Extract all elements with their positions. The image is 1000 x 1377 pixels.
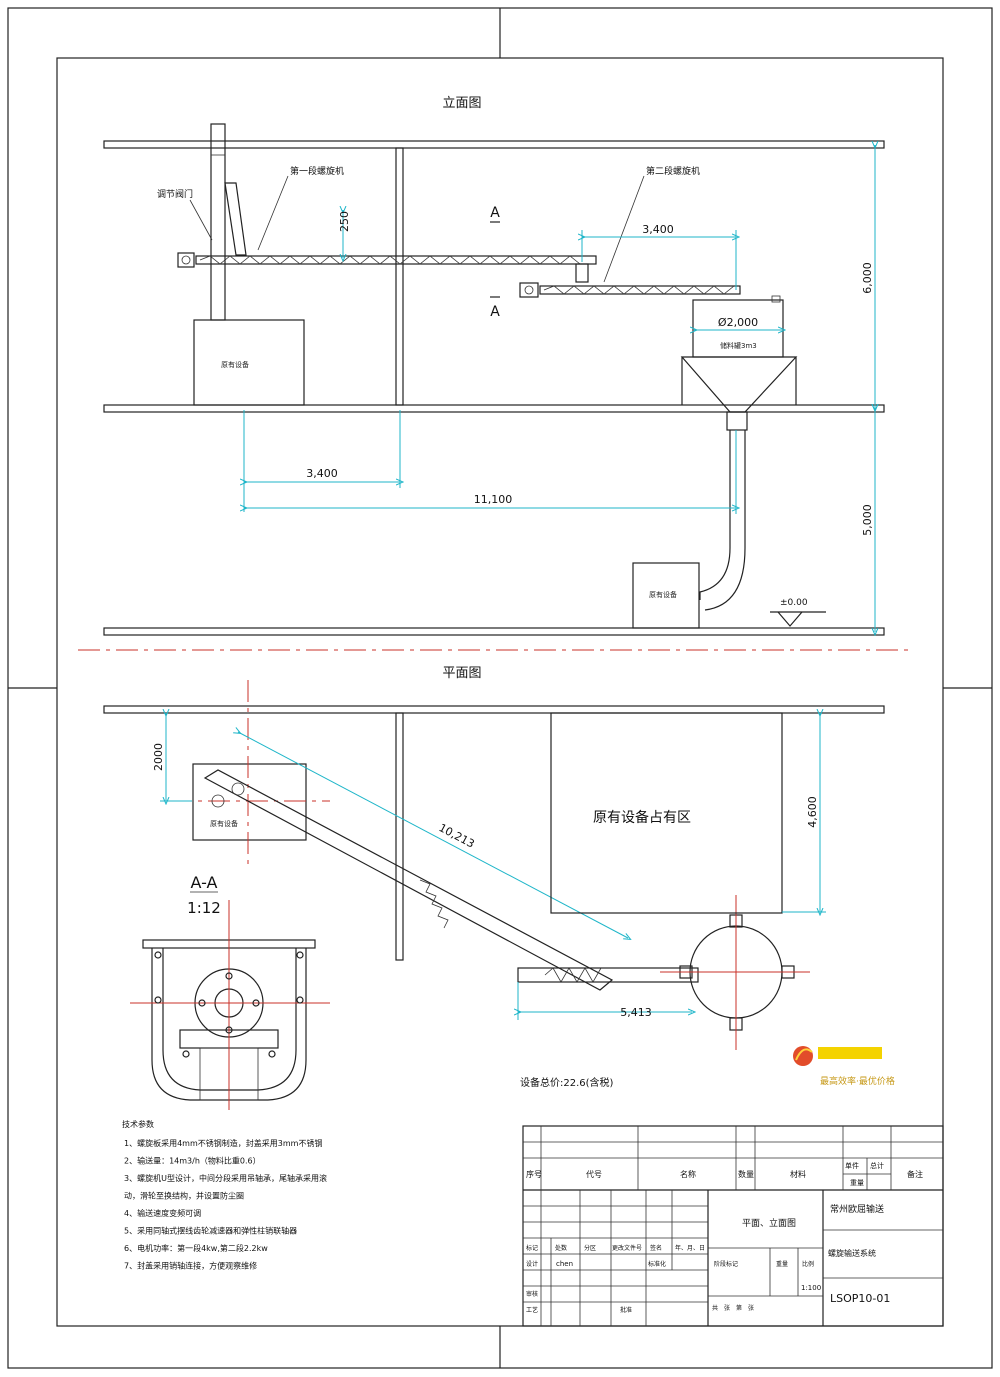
label-screw-2: 第二段螺旋机 — [646, 165, 700, 177]
tech-note-line: 1、螺旋板采用4mm不锈钢制造，封盖采用3mm不锈钢 — [124, 1138, 322, 1148]
column-elevation — [395, 147, 404, 406]
existing-area — [550, 712, 783, 914]
label-bin: 储料罐3m3 — [720, 341, 757, 350]
label-screw-1: 第一段螺旋机 — [290, 165, 344, 177]
tb-col-total: 总计 — [870, 1161, 884, 1170]
feed-chute — [210, 123, 247, 321]
section-marker-top: A — [490, 205, 500, 221]
tb-company: 常州欧屈输送 — [830, 1203, 884, 1215]
total-price: 设备总价:22.6(含税) — [520, 1076, 614, 1089]
tb-drawing-name: 平面、立面图 — [742, 1217, 796, 1229]
zero-level-symbol — [770, 611, 826, 627]
tb-col-qty: 数量 — [738, 1169, 754, 1179]
floor-slab-bottom — [103, 627, 885, 636]
existing-equipment-lower — [632, 562, 700, 629]
tech-note-line: 6、电机功率：第一段4kw,第二段2.2kw — [124, 1243, 268, 1253]
tb-col-single: 单件 — [845, 1161, 859, 1170]
company-logo — [793, 1046, 882, 1066]
dim-bin-diameter: Ø2,000 — [718, 316, 758, 329]
dim-250: 250 — [338, 211, 351, 232]
section-aa-detail — [130, 900, 330, 1110]
tb-process-label: 工艺 — [526, 1306, 538, 1314]
title-block-text: 序号 代号 名称 数量 材料 单件 总计 重量 备注 平面、立面图 常州欧屈输送… — [526, 1161, 923, 1314]
tb-stage-label: 阶段标记 — [714, 1260, 738, 1268]
tb-designer: chen — [556, 1260, 573, 1268]
dim-11100: 11,100 — [474, 493, 513, 506]
tech-notes-title: 技术参数 — [122, 1119, 154, 1129]
dim-10213: 10,213 — [437, 821, 477, 851]
tb-weight-label: 重量 — [776, 1260, 788, 1268]
tb-sheet-info: 共 张 第 张 — [712, 1304, 754, 1312]
existing-equipment-elevation — [193, 319, 305, 406]
tb-r1-date: 年、月、日 — [675, 1244, 705, 1252]
tb-check-label: 审核 — [526, 1290, 538, 1298]
section-scale: 1:12 — [187, 899, 221, 917]
tb-r1-mark: 标记 — [526, 1244, 538, 1252]
tb-r1-zone: 分区 — [584, 1244, 596, 1252]
tech-note-line: 5、采用同轴式摆线齿轮减速器和弹性柱销联轴器 — [124, 1226, 297, 1236]
sheet-border — [7, 7, 993, 1369]
tech-notes: 1、螺旋板采用4mm不锈钢制造，封盖采用3mm不锈钢 2、输送量：14m3/h（物… — [124, 1138, 327, 1271]
logo-tagline: 最高效率·最优价格 — [820, 1075, 895, 1087]
plan-wall — [103, 705, 885, 714]
tb-r1-change: 更改文件号 — [612, 1244, 642, 1252]
tb-system-name: 螺旋输送系统 — [828, 1248, 876, 1258]
dim-6000: 6,000 — [861, 262, 874, 294]
tech-note-line: 7、封盖采用销轴连接，方便观察维修 — [124, 1261, 257, 1271]
tb-r1-count: 处数 — [555, 1244, 567, 1252]
screw-conveyor-1 — [177, 252, 597, 283]
label-valve: 调节阀门 — [157, 188, 193, 200]
tb-col-name: 名称 — [680, 1169, 696, 1179]
tech-note-line: 2、输送量：14m3/h（物料比重0.6） — [124, 1156, 261, 1166]
tech-note-line: 4、输送速度变频可调 — [124, 1208, 201, 1218]
dim-3400-top: 3,400 — [642, 223, 674, 236]
section-marker-bottom: A — [490, 304, 500, 320]
tb-col-seq: 序号 — [526, 1169, 542, 1179]
tech-note-line: 动，滑轮至换结构，并设置防尘圈 — [124, 1191, 244, 1201]
tb-designer-label: 设计 — [526, 1260, 538, 1268]
equipment-label-b: 原有设备 — [649, 590, 677, 599]
tb-scale: 1:100 — [801, 1284, 821, 1292]
tb-drawing-no: LSOP10-01 — [830, 1292, 890, 1305]
elevation-title: 立面图 — [442, 96, 481, 111]
tb-col-code: 代号 — [586, 1169, 602, 1179]
equipment-label-a: 原有设备 — [221, 360, 249, 369]
dim-2000-plan: 2000 — [152, 743, 165, 771]
section-marker — [490, 221, 500, 298]
tb-standard-label: 标准化 — [648, 1260, 666, 1268]
floor-slab-top — [103, 140, 885, 149]
equipment-label-c: 原有设备 — [210, 819, 238, 828]
tb-col-material: 材料 — [790, 1169, 806, 1179]
dim-5413: 5,413 — [620, 1006, 652, 1019]
tb-approve-label: 批准 — [620, 1306, 632, 1314]
column-plan — [395, 712, 404, 961]
plan-title: 平面图 — [442, 666, 481, 681]
title-block — [522, 1125, 944, 1327]
tb-r1-sign: 签名 — [650, 1244, 662, 1252]
tb-col-weight: 重量 — [850, 1179, 864, 1187]
floor-slab-middle — [103, 404, 885, 413]
existing-area-label: 原有设备占有区 — [593, 809, 691, 826]
dim-5000: 5,000 — [861, 504, 874, 536]
tech-note-line: 3、螺旋机U型设计，中间分段采用吊轴承，尾轴承采用滚 — [124, 1173, 327, 1183]
zero-level-label: ±0.00 — [780, 598, 808, 608]
tb-scale-label: 比例 — [802, 1260, 814, 1268]
screw-conveyor-2 — [519, 282, 741, 298]
dim-4600: 4,600 — [806, 796, 819, 828]
horizontal-conveyor-plan — [517, 967, 699, 983]
bin-plan — [660, 895, 810, 1050]
tb-col-remark: 备注 — [907, 1169, 923, 1179]
section-title: A-A — [191, 873, 218, 892]
dim-3400-bottom: 3,400 — [306, 467, 338, 480]
